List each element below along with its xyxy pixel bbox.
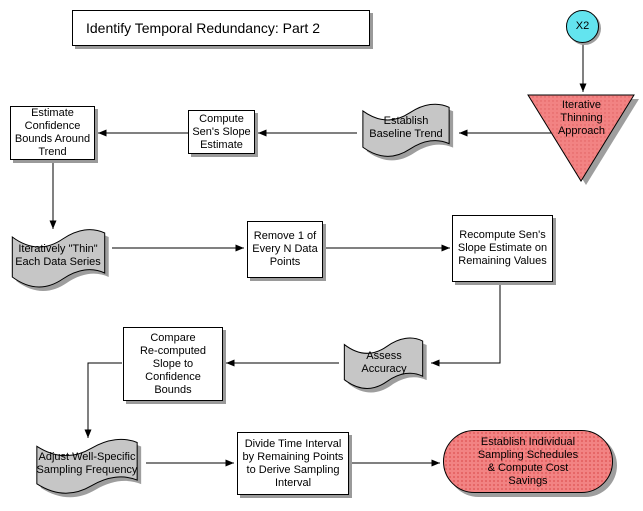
edge-recompute-to-assess: [431, 282, 501, 367]
node-establish-baseline-trend-label: Establish Baseline Trend: [369, 115, 443, 140]
node-assess-accuracy-label: Assess Accuracy: [361, 350, 407, 375]
node-establish-individual-schedules: Establish Individual Sampling Schedules …: [443, 430, 613, 493]
node-compute-sens-slope-estimate: Compute Sen's Slope Estimate: [188, 110, 255, 154]
node-recompute-sens-slope: Recompute Sen's Slope Estimate on Remain…: [452, 215, 553, 282]
node-compare-recomputed-slope: Compare Re-computed Slope to Confidence …: [123, 327, 223, 401]
edge-compare-to-adjust: [84, 362, 122, 438]
node-remove-1-of-every-n: Remove 1 of Every N Data Points: [247, 221, 323, 278]
node-estimate-confidence-bounds: Estimate Confidence Bounds Around Trend: [10, 106, 95, 160]
node-iteratively-thin-each-series-label: Iteratively "Thin" Each Data Series: [15, 243, 101, 268]
node-x2: X2: [566, 10, 599, 43]
node-adjust-well-specific-sampling-label: Adjust Well-Specific Sampling Frequency: [36, 451, 138, 476]
node-iterative-thinning-approach-label: Iterative Thinning Approach: [557, 99, 606, 137]
node-divide-time-interval: Divide Time Interval by Remaining Points…: [237, 432, 349, 495]
flowchart-title: Identify Temporal Redundancy: Part 2: [72, 10, 370, 46]
shape-iterative-thinning-triangle: [527, 94, 635, 182]
